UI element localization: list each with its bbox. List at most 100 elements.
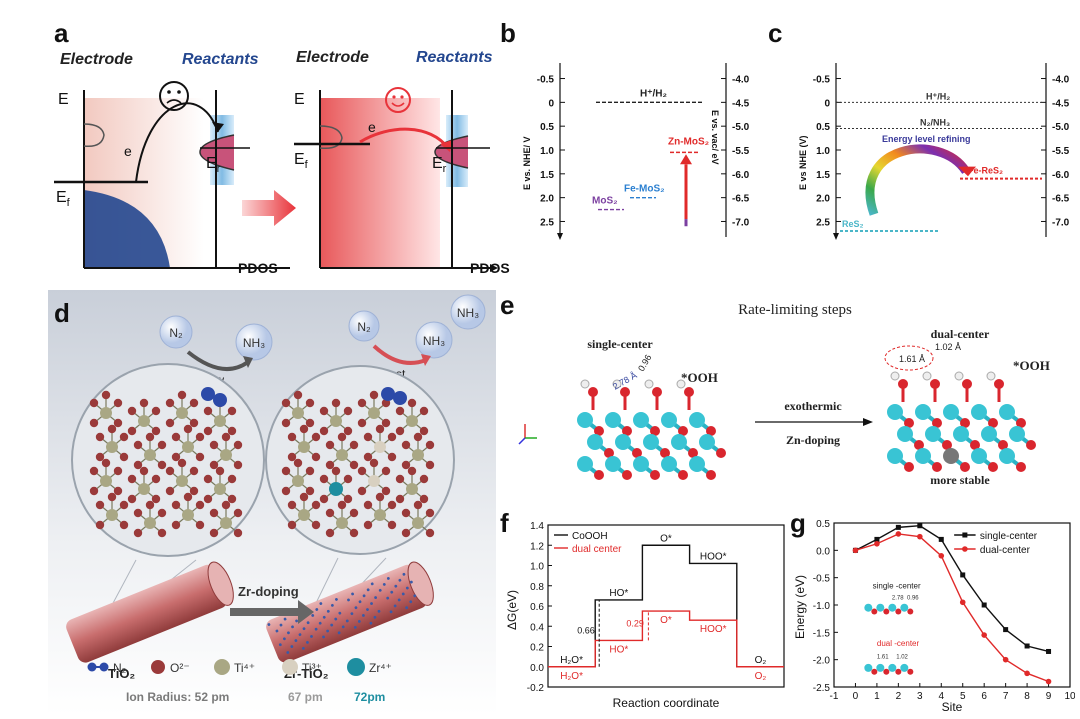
band-level-label: Fe-ReS₂ [968,166,1003,176]
left-tick: 0.5 [816,122,830,133]
inset-dist-096: 0.96 [907,596,919,602]
y-tick-label: -0.2 [527,683,545,694]
panel-label-f: f [500,508,509,538]
data-point [1024,670,1030,677]
band-level-label: N₂/NH₃ [920,118,950,128]
x-tick-label: 3 [917,691,923,702]
left-axis-label: E vs. NHE/ V [522,136,532,190]
zr-tio2-lattice [281,390,435,538]
step-label: O₂ [755,655,767,666]
annotation-029: 0.29 [626,618,644,628]
data-point [1003,627,1009,633]
zn-doping-label: Zn-doping [786,433,840,447]
y-tick-label: -2.5 [813,683,831,694]
right-tick: -7.0 [1052,217,1070,228]
left-tick: 2.5 [540,217,554,228]
y-tick-label: 1.0 [530,562,544,573]
step-label: H₂O* [560,671,583,682]
x-tick-label: 8 [1024,691,1030,702]
right-tick: -5.5 [732,146,750,157]
data-point [1024,643,1030,649]
x-tick-label: 2 [896,691,902,702]
pdos-label-right: PDOS [470,260,510,276]
x-tick-label: 5 [960,691,966,702]
ooh-left: *OOH [681,370,718,385]
happy-face-icon [385,87,411,113]
left-tick: 1.0 [816,146,830,157]
data-point [981,632,987,638]
left-tick: 2.0 [540,194,554,205]
n2-bubble-left: N₂ [169,326,183,340]
inset-dist-161: 1.61 [877,655,889,661]
step-label: HOO* [700,624,727,635]
rate-limiting-title: Rate-limiting steps [738,302,852,318]
y-tick-label: 1.4 [530,521,544,532]
data-point [959,599,966,606]
left-tick: 1.5 [816,170,830,181]
data-point [1046,648,1052,654]
data-point [874,540,880,547]
y-tick-label: 0.0 [816,546,830,557]
ion-radius-ti3: 67 pm [288,690,323,704]
er-right: Er [432,155,447,175]
x-axis-label: Site [942,700,963,714]
panel-label-b: b [500,18,516,48]
single-center-label: single-center [587,337,653,351]
left-tick: 0 [548,98,554,109]
left-tick: -0.5 [537,75,555,86]
y-tick-label: 1.2 [530,541,544,552]
legend-ti3: Ti³⁺ [302,661,322,675]
legend-ti4: Ti⁴⁺ [234,661,255,675]
legend-zr4: Zr⁴⁺ [369,661,392,675]
inset-single-label: single -center [873,582,921,591]
data-point [852,547,859,554]
ion-radius-label: Ion Radius: 52 pm [126,690,229,704]
more-stable-label: more stable [930,473,990,487]
series-line-1 [855,533,1049,683]
data-point [874,536,880,542]
dist-102: 1.02 Å [935,342,961,352]
data-point [917,523,923,529]
band-level-label: Zn-MoS₂ [668,136,709,147]
step-label: O₂ [755,671,767,682]
left-tick: 2.0 [816,194,830,205]
single-center-slab [577,379,726,480]
inset-dist-278: 2.78 [892,596,904,602]
ooh-right: *OOH [1013,358,1050,373]
left-axis-label: E vs NHE (V) [798,135,808,190]
y-tick-label: 0.4 [530,622,544,633]
right-tick: -7.0 [732,217,750,228]
x-tick-label: 6 [981,691,987,702]
x-tick-label: 7 [1003,691,1009,702]
x-tick-label: 10 [1064,691,1075,702]
reactants-label-left: Reactants [182,51,259,68]
step-label: HO* [609,644,628,655]
dual-center-label: dual-center [931,327,990,341]
step-label: H₂O* [560,655,583,666]
x-tick-label: 1 [874,691,880,702]
data-point [1002,656,1009,663]
right-tick: -5.0 [732,122,750,133]
step-label: O* [660,533,672,544]
band-level-label: ReS₂ [842,219,864,229]
tio2-name: TiO₂ [108,666,135,681]
panel-f-free-energy-chart: -0.20.00.20.40.60.81.01.21.4ΔG(eV)Reacti… [505,521,785,710]
x-axis-label: Reaction coordinate [613,696,720,710]
exothermic-label: exothermic [784,399,842,413]
step-label: HOO* [700,551,727,562]
sad-face-icon [159,81,189,111]
y-tick-label: 0.6 [530,602,544,613]
inset-dual-label: dual -center [877,639,920,648]
y-tick-label: -0.5 [813,574,831,585]
left-tick: 2.5 [816,217,830,228]
electrode-label-right: Electrode [296,49,369,66]
dual-center-slab [887,371,1036,472]
e-arrow-right: e [368,119,376,135]
nh3-bubble-right: NH₃ [423,334,445,348]
nh3-bubble-top: NH₃ [457,306,479,320]
tio2-lattice [89,390,243,538]
energy-refining-label: Energy level refining [882,134,971,144]
legend-label: single-center [980,531,1038,542]
step-label: O* [660,615,672,626]
electrode-label-left: Electrode [60,51,133,68]
